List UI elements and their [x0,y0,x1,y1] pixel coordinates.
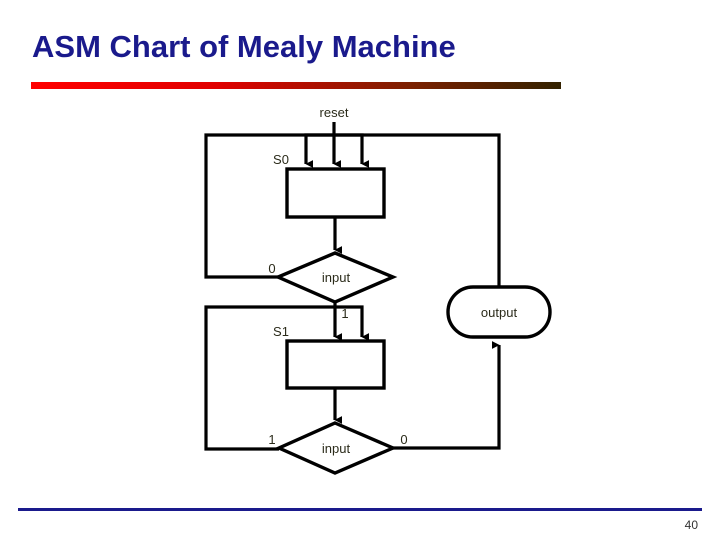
label-decision-1: input [322,441,351,456]
title-divider [31,82,561,89]
edge-d1-zero-to-output [393,341,501,450]
state-box-s1 [285,339,386,390]
label-output: output [481,305,518,320]
asm-chart-diagram: reset S0 input 0 1 S1 [204,105,552,475]
state-box-s0 [285,167,386,219]
edge-d1-one-to-s1 [204,305,370,451]
page-title: ASM Chart of Mealy Machine [32,29,456,64]
label-d0-branch-one: 1 [341,306,348,321]
label-d0-branch-zero: 0 [268,261,275,276]
label-s1: S1 [273,324,289,339]
edge-output-to-s0 [304,133,501,287]
footer-divider [18,508,702,511]
edge-d0-zero-to-s0 [204,133,370,279]
label-d1-branch-one: 1 [268,432,275,447]
conditional-output-box [446,285,552,339]
asm-chart-svg: reset S0 input 0 1 S1 [204,105,552,475]
label-s0: S0 [273,152,289,167]
label-d1-branch-zero: 0 [400,432,407,447]
label-reset: reset [320,105,349,120]
label-decision-0: input [322,270,351,285]
page-number: 40 [684,518,698,532]
decision-diamond-input-1 [274,421,398,475]
